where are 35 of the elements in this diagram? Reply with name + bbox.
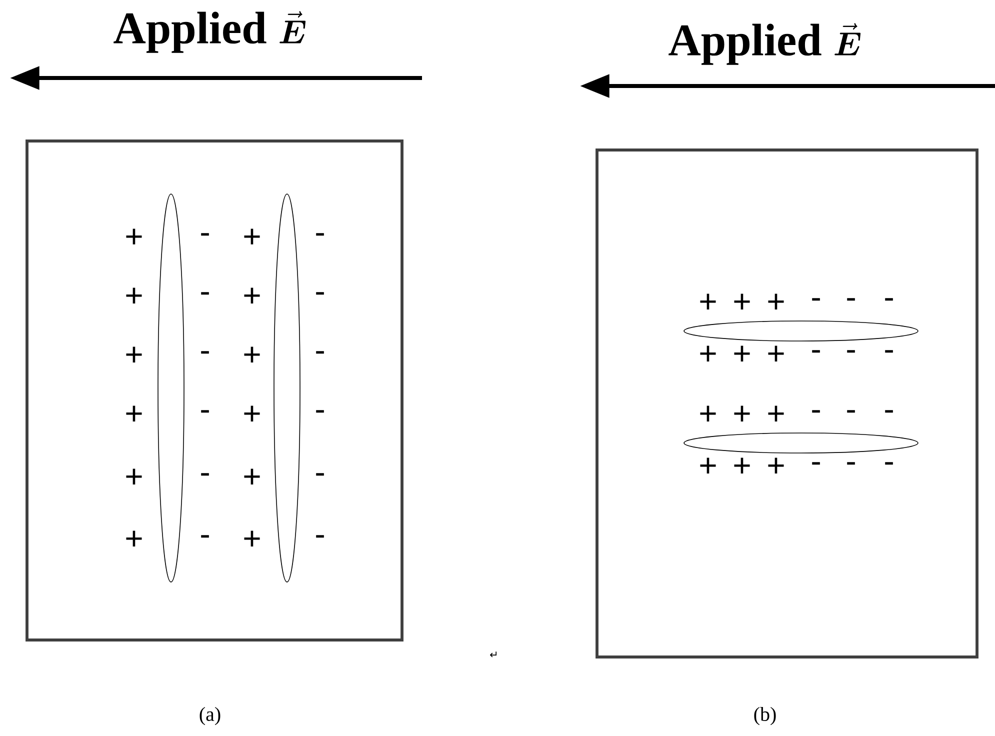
ellipse: [274, 194, 300, 582]
title: $\textbf{Applied }\vec{\boldsymbol{E}}$: [668, 23, 861, 65]
frame-box: [596, 148, 978, 658]
charge-sign: +: [244, 288, 260, 304]
charge-sign: +: [734, 346, 750, 362]
charge-sign: +: [244, 228, 260, 244]
charge-sign: +: [244, 530, 260, 546]
charge-sign: -: [201, 292, 209, 295]
charge-sign: -: [812, 410, 820, 413]
charge-sign: -: [885, 410, 893, 413]
charge-sign: -: [201, 473, 209, 476]
charge-sign: -: [812, 350, 820, 353]
caption: (a): [200, 706, 220, 726]
charge-sign: -: [201, 351, 209, 354]
charge-sign: +: [734, 406, 750, 422]
charge-sign: +: [700, 406, 716, 422]
charge-sign: -: [201, 233, 209, 236]
charge-sign: +: [768, 406, 784, 422]
ellipse: [158, 194, 184, 582]
charge-sign: +: [768, 346, 784, 362]
charge-sign: +: [244, 468, 260, 484]
caption: (b): [754, 706, 776, 726]
charge-sign: -: [847, 350, 855, 353]
charge-sign: -: [885, 350, 893, 353]
ellipse: [684, 432, 918, 454]
title: $\textbf{Applied }\vec{\boldsymbol{E}}$: [114, 11, 306, 53]
paragraph-mark: ↵: [490, 652, 497, 658]
charge-sign: +: [700, 346, 716, 362]
charge-sign: +: [244, 406, 260, 422]
charge-sign: -: [201, 535, 209, 538]
charge-sign: -: [847, 410, 855, 413]
charge-sign: +: [244, 346, 260, 362]
frame-box: [26, 140, 404, 642]
ellipse: [684, 320, 918, 342]
charge-sign: -: [201, 410, 209, 413]
